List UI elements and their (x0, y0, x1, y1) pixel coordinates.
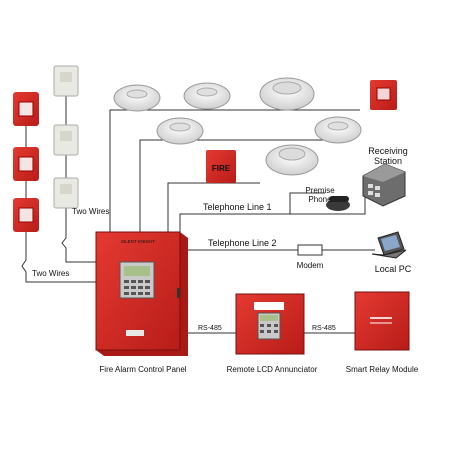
pull-station-top-right (370, 80, 397, 110)
horn-strobe-2 (53, 124, 79, 156)
wire-telephone-line-1 (179, 195, 366, 240)
modem-box (297, 244, 323, 256)
remote-lcd-annunciator (235, 293, 305, 355)
wiring (21, 95, 375, 334)
phone-icon (326, 196, 350, 211)
strobe-1 (13, 92, 39, 126)
heat-detector-1 (259, 77, 315, 111)
wire-left-strobes (21, 112, 96, 283)
strobe-column-left (13, 92, 39, 232)
panel-brand: SILENT KNIGHT (121, 239, 155, 244)
smoke-detector-3 (156, 117, 204, 145)
fire-alarm-control-panel-label: Fire Alarm Control Panel (99, 365, 186, 374)
horn-strobe-1 (53, 65, 79, 97)
detectors (113, 77, 362, 176)
premise-phone-label-line2: Phone (308, 195, 332, 204)
wire-premise-phone (289, 192, 325, 214)
two-wires-upper-label: Two Wires (72, 207, 109, 216)
fire-alarm-control-panel: SILENT KNIGHT (95, 231, 188, 356)
wire-top-detectors (109, 109, 360, 232)
smoke-detector-1 (113, 84, 161, 112)
telephone-line-1-label: Telephone Line 1 (203, 202, 272, 212)
pull-station-fire: FIRE (206, 150, 236, 183)
rs485-left-label: RS-485 (198, 325, 222, 332)
rs485-right-label: RS-485 (312, 325, 336, 332)
wire-middle-strobes (61, 95, 96, 263)
smart-relay-module (354, 291, 410, 351)
receiving-station-device (362, 163, 406, 207)
smoke-detector-2 (183, 82, 231, 110)
modem-label: Modem (297, 261, 324, 270)
horn-strobe-3 (53, 177, 79, 209)
remote-lcd-annunciator-label: Remote LCD Annunciator (227, 365, 318, 374)
laptop-icon (371, 231, 407, 259)
wire-second-row (139, 139, 330, 232)
strobe-2 (13, 147, 39, 181)
local-pc-label: Local PC (375, 264, 412, 274)
smart-relay-module-label: Smart Relay Module (346, 365, 419, 374)
telephone-line-2-label: Telephone Line 2 (208, 238, 277, 248)
horn-strobe-column (53, 65, 79, 209)
smoke-detector-4 (314, 116, 362, 144)
premise-phone-label-line1: Premise (305, 186, 335, 195)
strobe-3 (13, 198, 39, 232)
two-wires-lower-label: Two Wires (32, 269, 69, 278)
heat-detector-2 (265, 144, 319, 176)
pull-station-fire-text: FIRE (212, 164, 231, 173)
receiving-station-label-line2: Station (374, 156, 402, 166)
receiving-station-label-line1: Receiving (368, 146, 408, 156)
